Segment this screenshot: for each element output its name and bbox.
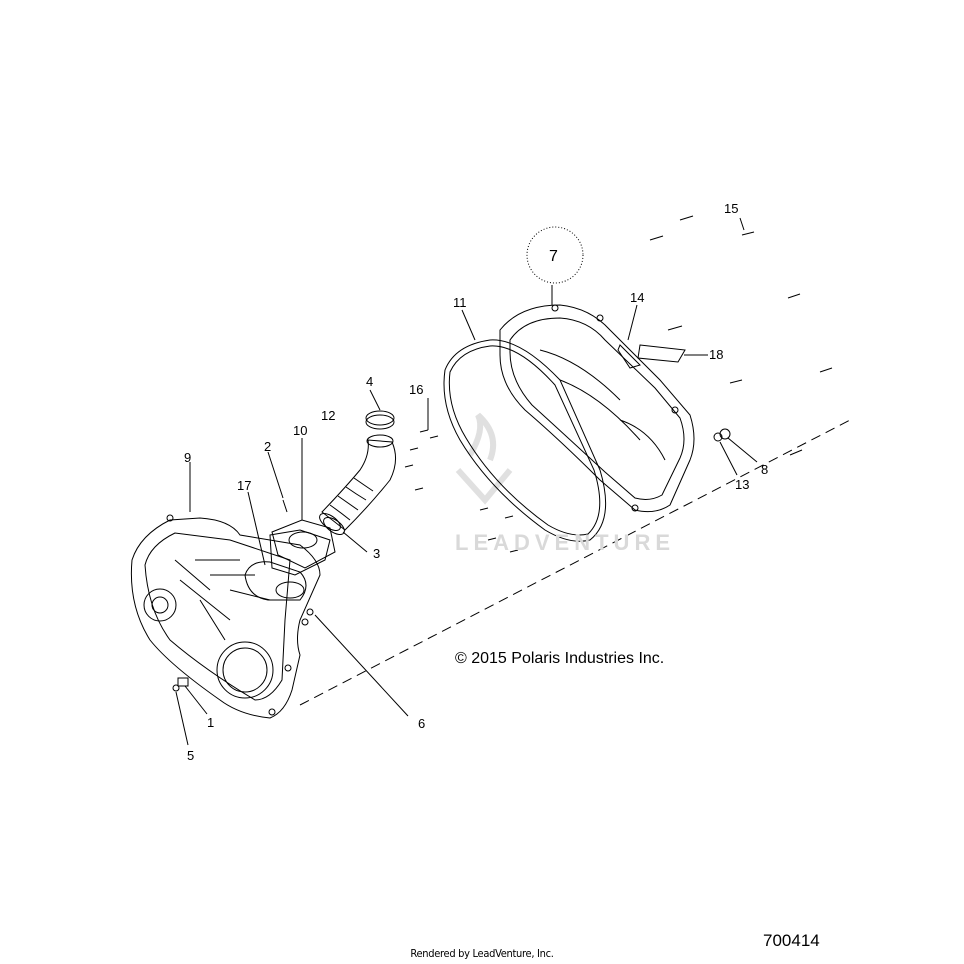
callout-9: 9 <box>184 450 191 465</box>
footer-credit: Rendered by LeadVenture, Inc. <box>410 947 554 960</box>
callout-6: 6 <box>418 716 425 731</box>
leader-lines <box>175 217 758 746</box>
callout-3: 3 <box>373 546 380 561</box>
air-duct <box>244 529 331 601</box>
drain-washer <box>172 684 180 692</box>
center-line <box>299 419 851 706</box>
outlet-adapter <box>271 519 336 569</box>
callout-11: 11 <box>453 295 467 310</box>
callout-16: 16 <box>409 382 423 397</box>
callout-5: 5 <box>187 748 194 763</box>
callout-12: 12 <box>321 408 335 423</box>
watermark-text: LEADVENTURE <box>455 530 676 555</box>
outer-clutch-cover <box>499 304 695 513</box>
callout-18: 18 <box>709 347 723 362</box>
callout-1: 1 <box>207 715 214 730</box>
drain-plug <box>177 677 189 687</box>
callout-4: 4 <box>366 374 373 389</box>
callout-7: 7 <box>549 248 558 265</box>
seal-washer <box>713 432 723 442</box>
fastener-6 <box>306 608 314 616</box>
plug <box>719 428 731 440</box>
cover-bolts <box>649 215 833 456</box>
callout-15: 15 <box>724 201 738 216</box>
watermark-logo <box>455 412 513 505</box>
callout-10: 10 <box>293 423 307 438</box>
decal-18 <box>637 344 686 363</box>
callout-circle-7 <box>526 226 584 284</box>
callout-13: 13 <box>735 477 749 492</box>
decal-14 <box>617 344 641 369</box>
callout-14: 14 <box>630 290 644 305</box>
callout-8: 8 <box>761 462 768 477</box>
callout-2: 2 <box>264 439 271 454</box>
hose-clamp <box>365 410 395 430</box>
copyright-notice: © 2015 Polaris Industries Inc. <box>455 650 665 667</box>
mounting-screws <box>404 429 519 553</box>
callout-labels: 1 2 3 4 5 6 7 8 9 10 11 12 13 14 15 16 1… <box>184 201 768 763</box>
diagram-number: 700414 <box>763 931 820 950</box>
inner-clutch-cover <box>130 514 321 719</box>
bolt-2 <box>282 499 288 513</box>
cover-seal <box>443 339 607 542</box>
callout-17: 17 <box>237 478 251 493</box>
cover-seal-inner <box>448 345 601 536</box>
duct-hose <box>321 434 396 531</box>
